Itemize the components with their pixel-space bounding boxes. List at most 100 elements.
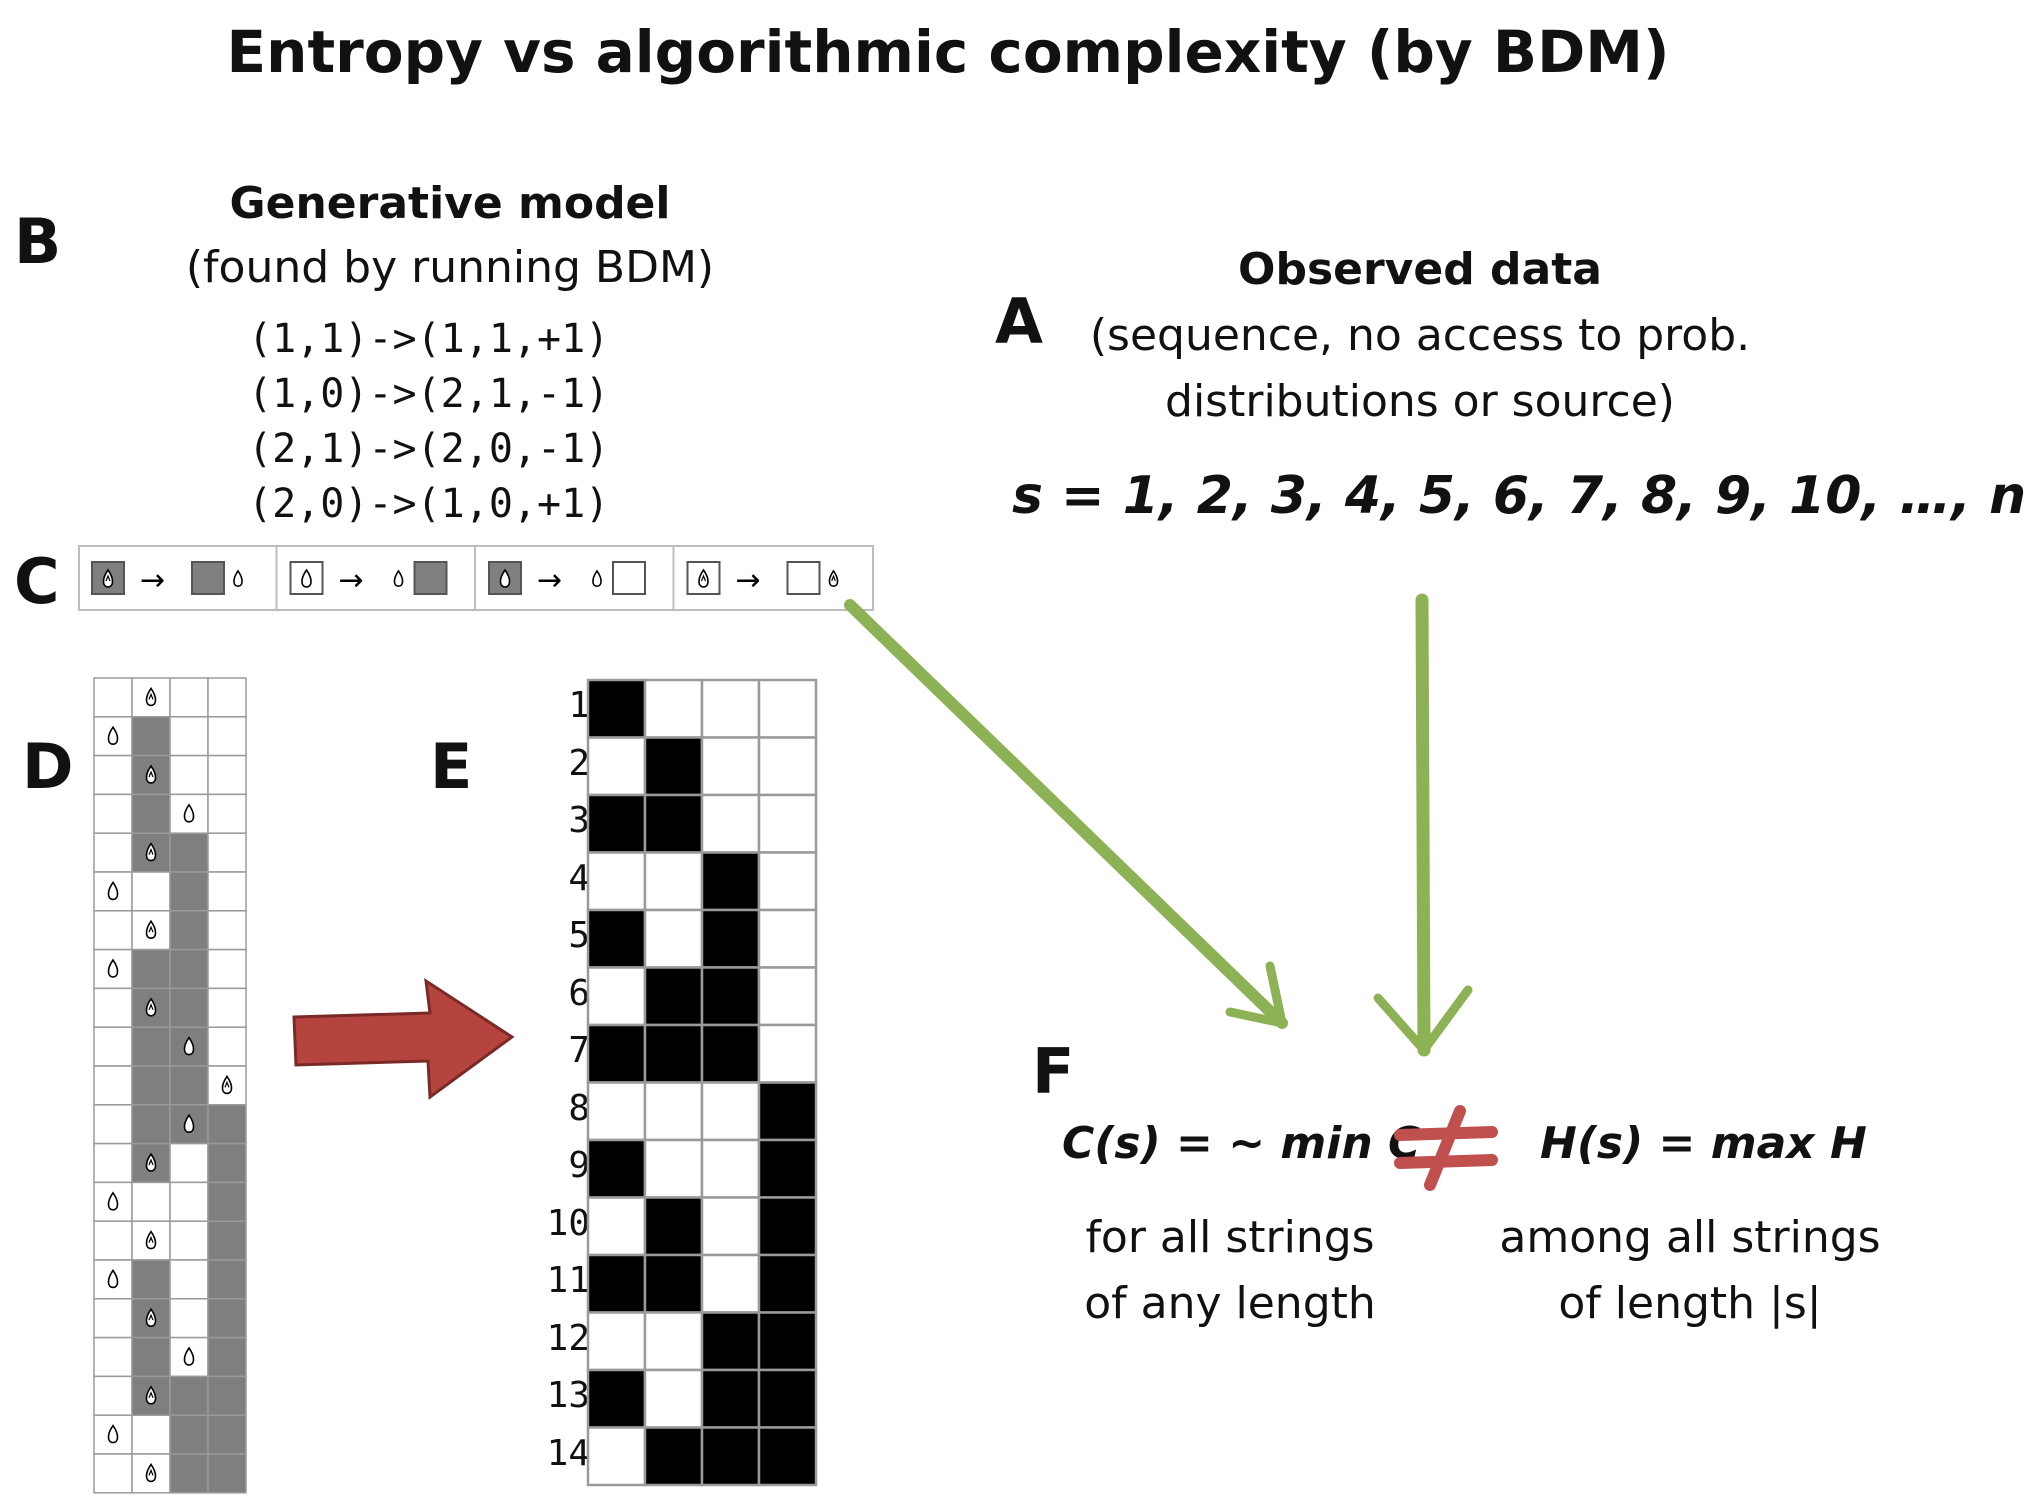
table-cell bbox=[757, 908, 818, 969]
evolution-cell bbox=[207, 1298, 247, 1339]
head-icon bbox=[183, 1036, 195, 1056]
table-cell bbox=[643, 1253, 704, 1314]
table-cell bbox=[643, 851, 704, 912]
table-cell bbox=[643, 1196, 704, 1257]
table-cell bbox=[586, 1138, 647, 1199]
evolution-cell bbox=[93, 1142, 133, 1184]
head-icon bbox=[828, 569, 839, 588]
table-cell bbox=[700, 1081, 761, 1142]
evolution-grid bbox=[93, 677, 247, 1494]
evolution-cell bbox=[93, 1298, 133, 1339]
head-icon bbox=[107, 958, 119, 978]
table-cell bbox=[757, 1138, 818, 1199]
row-number-label: 4 bbox=[568, 857, 590, 899]
observed-data-heading: Observed data bbox=[1238, 244, 1602, 295]
rule-list: (1,1)->(1,1,+1) (1,0)->(2,1,-1) (2,1)->(… bbox=[248, 312, 609, 532]
evolution-cell bbox=[169, 677, 209, 718]
evolution-cell bbox=[207, 1259, 247, 1300]
evolution-cell bbox=[169, 716, 209, 757]
evolution-cell bbox=[169, 832, 209, 873]
evolution-cell bbox=[169, 1259, 209, 1300]
evolution-cell bbox=[207, 1104, 247, 1145]
evolution-cell bbox=[93, 1065, 133, 1106]
table-cell bbox=[700, 1311, 761, 1372]
figure-title: Entropy vs algorithmic complexity (by BD… bbox=[226, 18, 1670, 86]
evolution-cell bbox=[207, 677, 247, 718]
head-icon bbox=[107, 1424, 119, 1444]
entropy-desc-line-1: among all strings bbox=[1499, 1212, 1881, 1263]
evolution-cell bbox=[131, 1259, 171, 1300]
table-cell bbox=[700, 678, 761, 739]
table-cell bbox=[586, 736, 647, 797]
table-cell bbox=[643, 793, 704, 854]
panel-e-label: E bbox=[430, 730, 473, 803]
table-cell bbox=[586, 966, 647, 1027]
evolution-cell bbox=[169, 1142, 209, 1184]
table-cell bbox=[586, 1081, 647, 1142]
rule-icon-1: → bbox=[91, 561, 243, 598]
table-cell bbox=[586, 851, 647, 912]
rule-line: (2,1)->(2,0,-1) bbox=[248, 426, 610, 472]
table-cell bbox=[643, 736, 704, 797]
table-cell bbox=[586, 793, 647, 854]
table-cell bbox=[586, 1368, 647, 1429]
evolution-cell bbox=[131, 832, 171, 873]
evolution-cell bbox=[207, 1142, 247, 1184]
row-number-label: 7 bbox=[568, 1030, 590, 1071]
evolution-cell bbox=[207, 871, 247, 912]
head-icon bbox=[221, 1075, 233, 1095]
complexity-formula: C(s) = ~ min C bbox=[1062, 1118, 1421, 1169]
table-cell bbox=[757, 1253, 818, 1314]
row-number-label: 3 bbox=[568, 800, 590, 841]
evolution-cell bbox=[93, 1336, 133, 1378]
evolution-cell bbox=[169, 987, 209, 1028]
generative-model-subheading: (found by running BDM) bbox=[185, 242, 715, 293]
panel-b-label: B bbox=[14, 205, 62, 278]
green-arrows bbox=[844, 593, 1473, 1057]
row-number-label: 2 bbox=[568, 742, 590, 784]
green-diagonal-arrow-shaft bbox=[844, 599, 1288, 1029]
table-cell bbox=[643, 678, 704, 739]
head-icon bbox=[145, 842, 157, 862]
panel-d-label: D bbox=[22, 730, 74, 803]
table-cell bbox=[586, 1023, 647, 1084]
evolution-cell bbox=[207, 1453, 247, 1494]
table-cell bbox=[700, 1253, 761, 1314]
rule-arrow-glyph: → bbox=[140, 563, 165, 598]
rule-to-cell bbox=[191, 561, 225, 595]
row-number-label: 8 bbox=[568, 1087, 590, 1129]
table-cell bbox=[757, 736, 818, 797]
evolution-cell bbox=[93, 1220, 133, 1261]
table-cell bbox=[700, 793, 761, 854]
table-cell bbox=[643, 966, 704, 1027]
evolution-cell bbox=[169, 1065, 209, 1106]
table-cell bbox=[757, 851, 818, 912]
evolution-cell bbox=[131, 1065, 171, 1106]
evolution-cell bbox=[169, 1453, 209, 1494]
table-cell bbox=[757, 793, 818, 854]
rule-icon-2: → bbox=[289, 561, 448, 598]
observed-sequence: s = 1, 2, 3, 4, 5, 6, 7, 8, 9, 10, …, n bbox=[1012, 466, 2026, 526]
head-icon bbox=[107, 1269, 119, 1289]
evolution-cell bbox=[93, 910, 133, 951]
rule-arrow-glyph: → bbox=[537, 563, 562, 598]
table-cell bbox=[700, 1426, 761, 1487]
evolution-cell bbox=[93, 987, 133, 1028]
rule-line: (2,0)->(1,0,+1) bbox=[248, 481, 610, 527]
complexity-desc-line-2: of any length bbox=[1084, 1278, 1376, 1329]
observed-data-subheading-2: distributions or source) bbox=[1165, 376, 1675, 427]
table-cell bbox=[700, 1368, 761, 1429]
head-icon bbox=[145, 764, 157, 784]
table-cell bbox=[757, 1368, 818, 1429]
evolution-cell bbox=[207, 1414, 247, 1455]
table-cell bbox=[700, 736, 761, 797]
rule-arrow-glyph: → bbox=[339, 563, 364, 598]
evolution-cell bbox=[207, 832, 247, 873]
table-cell bbox=[643, 908, 704, 969]
head-icon bbox=[145, 997, 157, 1017]
table-cell bbox=[586, 678, 647, 739]
entropy-desc-line-2: of length |s| bbox=[1558, 1278, 1822, 1329]
rule-line: (1,0)->(2,1,-1) bbox=[248, 371, 610, 417]
evolution-cell bbox=[169, 1414, 209, 1455]
row-number-label: 13 bbox=[546, 1375, 590, 1416]
